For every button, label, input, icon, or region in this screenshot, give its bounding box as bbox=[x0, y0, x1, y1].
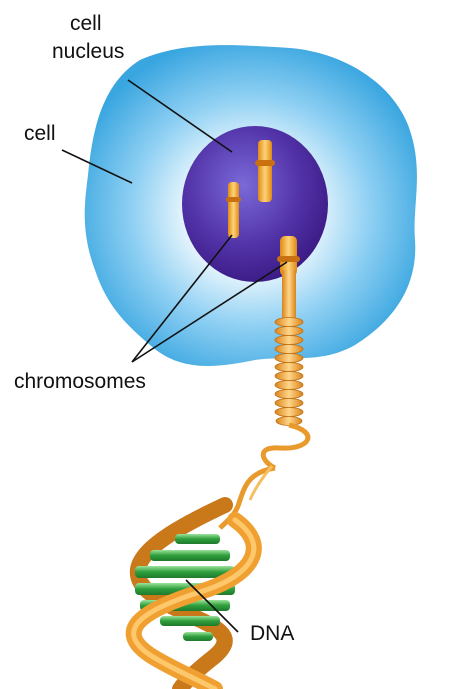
label-cell-nucleus-line1: cell bbox=[70, 12, 102, 35]
chromosome-2 bbox=[226, 182, 241, 238]
cell-nucleus bbox=[182, 126, 328, 282]
label-dna: DNA bbox=[250, 622, 294, 645]
label-cell: cell bbox=[24, 122, 56, 145]
chromosome-1 bbox=[255, 140, 275, 202]
dna-double-helix bbox=[134, 505, 254, 689]
label-chromosomes: chromosomes bbox=[14, 370, 146, 393]
label-cell-nucleus-line2: nucleus bbox=[52, 40, 124, 63]
